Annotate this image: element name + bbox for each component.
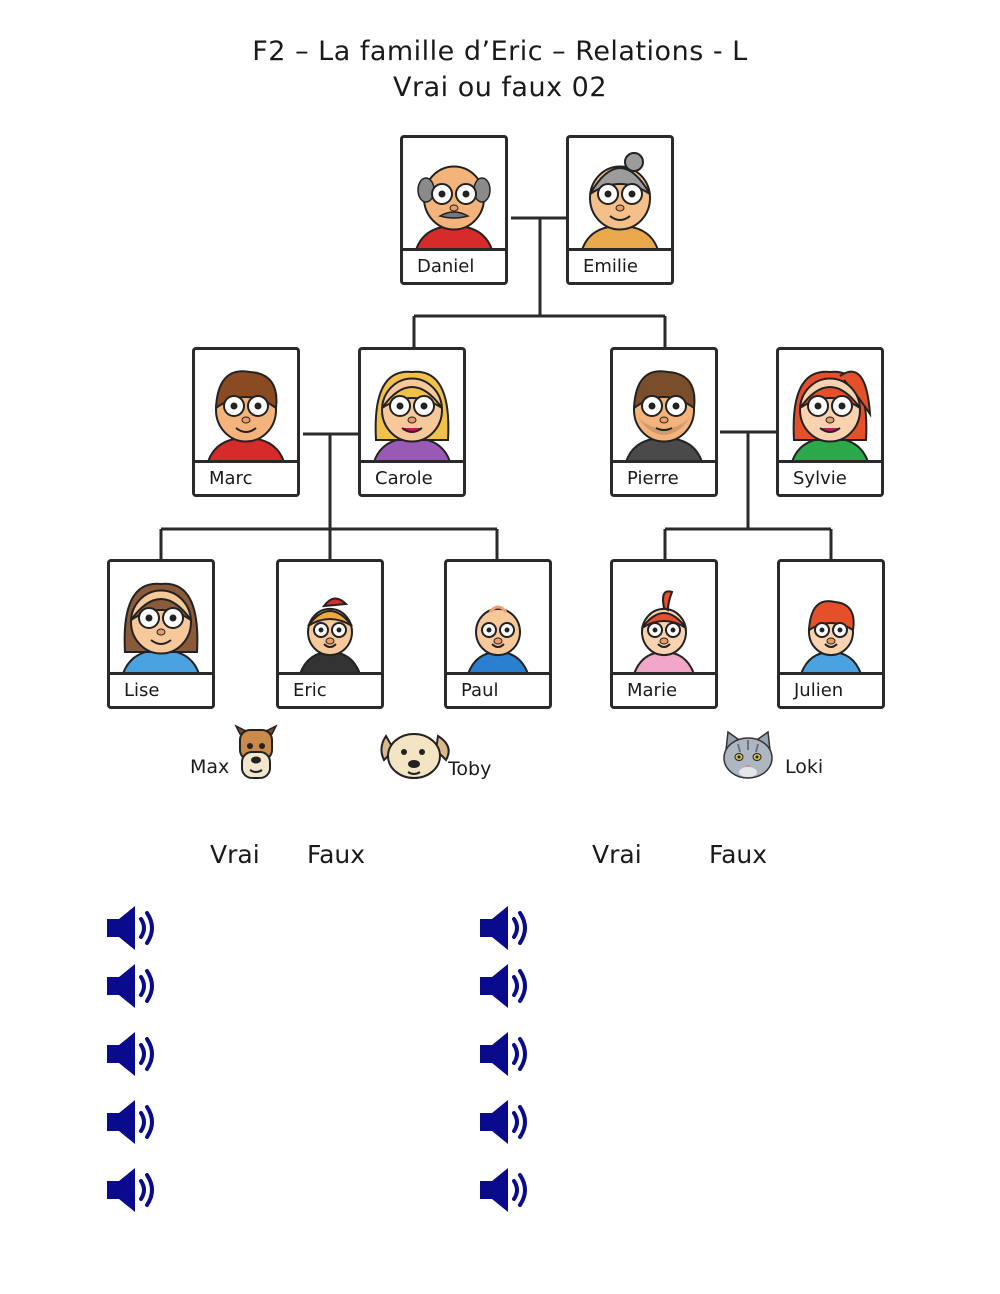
speaker-icon[interactable]	[478, 1030, 534, 1078]
person-card-marie: Marie	[610, 559, 718, 709]
bearded-man-portrait-icon	[624, 370, 704, 462]
person-card-lise: Lise	[107, 559, 215, 709]
speaker-icon[interactable]	[478, 1166, 534, 1214]
person-card-sylvie: Sylvie	[776, 347, 884, 497]
person-name: Carole	[361, 460, 463, 494]
terrier-dog-icon	[234, 724, 278, 779]
speaker-icon[interactable]	[105, 962, 161, 1010]
pet-name-loki: Loki	[785, 756, 824, 778]
person-name: Marie	[613, 672, 715, 706]
speaker-icon[interactable]	[105, 904, 161, 952]
grey-cat-icon	[723, 730, 773, 779]
little-girl-portrait-icon	[632, 590, 696, 674]
pet-name-toby: Toby	[448, 758, 492, 780]
person-name: Paul	[447, 672, 549, 706]
column-header-faux: Faux	[307, 840, 366, 869]
little-boy-portrait-icon	[799, 600, 863, 674]
pet-name-max: Max	[190, 756, 230, 778]
column-header-vrai: Vrai	[592, 840, 642, 869]
person-name: Lise	[110, 672, 212, 706]
speaker-icon[interactable]	[478, 962, 534, 1010]
person-name: Eric	[279, 672, 381, 706]
boy-with-cap-portrait-icon	[298, 597, 362, 674]
title-line-2: Vrai ou faux 02	[393, 72, 607, 103]
grandfather-portrait-icon	[414, 165, 494, 250]
person-card-carole: Carole	[358, 347, 466, 497]
man-portrait-icon	[206, 370, 286, 462]
baby-portrait-icon	[466, 605, 530, 674]
woman-portrait-icon	[372, 370, 452, 462]
column-header-faux: Faux	[709, 840, 768, 869]
person-card-eric: Eric	[276, 559, 384, 709]
speaker-icon[interactable]	[478, 904, 534, 952]
person-name: Emilie	[569, 248, 671, 282]
person-name: Daniel	[403, 248, 505, 282]
girl-portrait-icon	[121, 582, 201, 674]
speaker-icon[interactable]	[105, 1098, 161, 1146]
person-card-julien: Julien	[777, 559, 885, 709]
red-haired-woman-portrait-icon	[790, 370, 872, 462]
column-header-vrai: Vrai	[210, 840, 260, 869]
person-card-emilie: Emilie	[566, 135, 674, 285]
person-card-pierre: Pierre	[610, 347, 718, 497]
person-name: Pierre	[613, 460, 715, 494]
person-name: Julien	[780, 672, 882, 706]
speaker-icon[interactable]	[478, 1098, 534, 1146]
person-name: Marc	[195, 460, 297, 494]
person-card-paul: Paul	[444, 559, 552, 709]
grandmother-portrait-icon	[580, 152, 660, 250]
title-line-1: F2 – La famille d’Eric – Relations - L	[252, 36, 748, 67]
speaker-icon[interactable]	[105, 1166, 161, 1214]
puppy-dog-icon	[380, 733, 450, 779]
person-name: Sylvie	[779, 460, 881, 494]
speaker-icon[interactable]	[105, 1030, 161, 1078]
person-card-daniel: Daniel	[400, 135, 508, 285]
person-card-marc: Marc	[192, 347, 300, 497]
